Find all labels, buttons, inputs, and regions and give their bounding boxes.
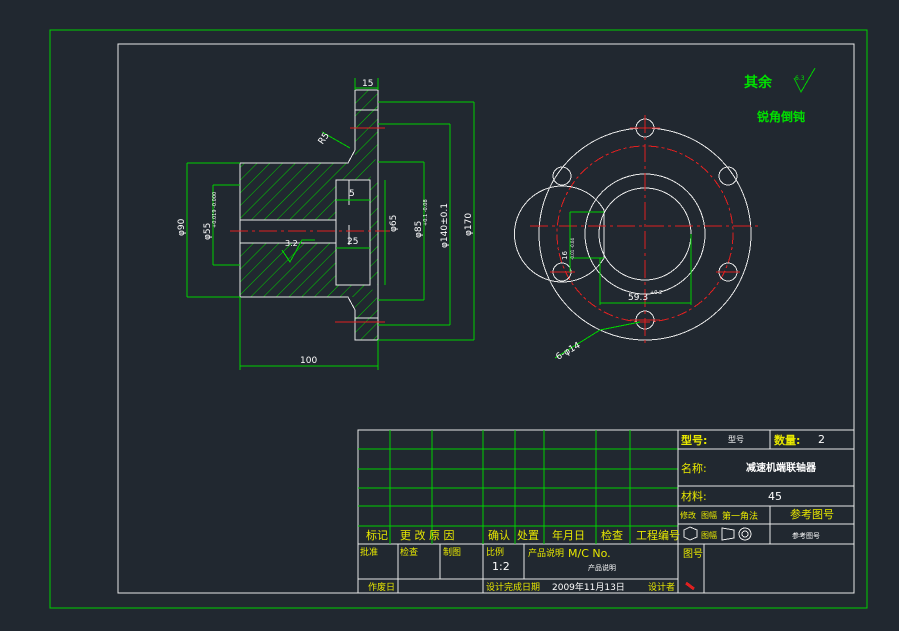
dim-25: 25 [347,237,358,247]
tb-check: 检查 [601,528,623,542]
dim-5: 5 [349,189,355,199]
tb-material-value: 45 [768,490,782,503]
dim-100: 100 [300,356,317,366]
surface-notes: 其余 6.3 锐角倒钝 [744,67,816,124]
dim-phi85: φ85 [414,221,424,238]
dim-15: 15 [362,79,373,89]
tb-product-desc2: 产品说明 [588,563,616,572]
tb-design-date: 设计完成日期 [486,581,540,593]
tb-material-label: 材料: [681,489,707,503]
note-roughness-6-3: 6.3 [795,75,805,82]
outer-frame [49,29,868,609]
tb-drawing-no: 图号 [683,548,703,560]
tb-view-label: 图幅 [701,510,717,520]
tb-mark: 标记 [366,528,388,542]
tb-first-angle: 第一角法 [722,510,758,522]
title-block [357,429,855,594]
dim-16-tol: -0.01 -0.04 [570,238,575,260]
tb-product-desc: 产品说明 [528,547,564,559]
note-chamfer: 锐角倒钝 [757,109,805,124]
dim-holes: 6-φ14 [555,341,583,363]
tb-model-value: 型号 [728,435,744,444]
tb-ref-label: 参考图号 [790,507,834,521]
tb-confirm: 确认 [488,529,510,542]
tb-drawing-label: 图幅 [701,530,717,540]
tb-mc-no: M/C No. [568,547,611,560]
section-view [186,78,475,370]
dim-59-3-tol: +0.2 [650,290,662,296]
tb-name-value: 减速机端联轴器 [746,461,817,474]
dim-59-3: 59.3 [628,293,648,303]
dim-phi55-tol: +0.019 -0.000 [212,192,218,228]
tb-scale-value: 1:2 [492,560,510,573]
tb-ref-value: 参考图号 [792,531,820,540]
front-dimensions: 59.3 +0.2 16 -0.01 -0.04 6-φ14 [555,238,663,363]
dim-phi90: φ90 [177,218,187,236]
tb-name-label: 名称: [681,461,707,475]
dim-phi170: φ170 [464,213,474,236]
roughness-3-2: 3.2 [285,239,298,248]
title-block-text: 型号: 型号 数量: 2 名称: 减速机端联轴器 材料: 45 修改 图幅 第一… [360,433,834,593]
tb-eng-no: 工程编号 [636,528,680,542]
tb-qty-label: 数量: [774,433,800,447]
tb-author: 作废日 [368,581,395,593]
tb-qty-value: 2 [818,433,825,446]
dim-r5: R5 [317,131,332,147]
dim-phi140: φ140±0.1 [440,203,450,248]
dim-16: 16 [561,251,569,260]
tb-change: 更 改 原 因 [400,528,455,542]
dim-phi85-tol: +0.1 -0.08 [423,199,429,226]
note-qiyu: 其余 [744,74,773,91]
inner-border [117,43,855,594]
tb-scale-label: 比例 [486,546,504,558]
tb-modify-label: 修改 [680,510,696,520]
tb-check2: 检查 [400,546,418,558]
tb-draft: 制图 [443,546,461,558]
dim-phi65: φ65 [389,215,399,232]
tb-designer: 设计者 [648,581,675,593]
tb-process: 处置 [517,529,539,542]
tb-approve: 批准 [360,546,378,558]
dim-phi55: φ55 [203,223,213,240]
tb-date-value: 2009年11月13日 [552,581,625,593]
section-dimensions: 15 R5 φ90 φ55 +0.019 -0.000 5 25 φ65 φ85… [177,79,474,366]
tb-model-label: 型号: [681,433,707,447]
tb-date: 年月日 [552,528,585,542]
front-view [513,115,760,359]
